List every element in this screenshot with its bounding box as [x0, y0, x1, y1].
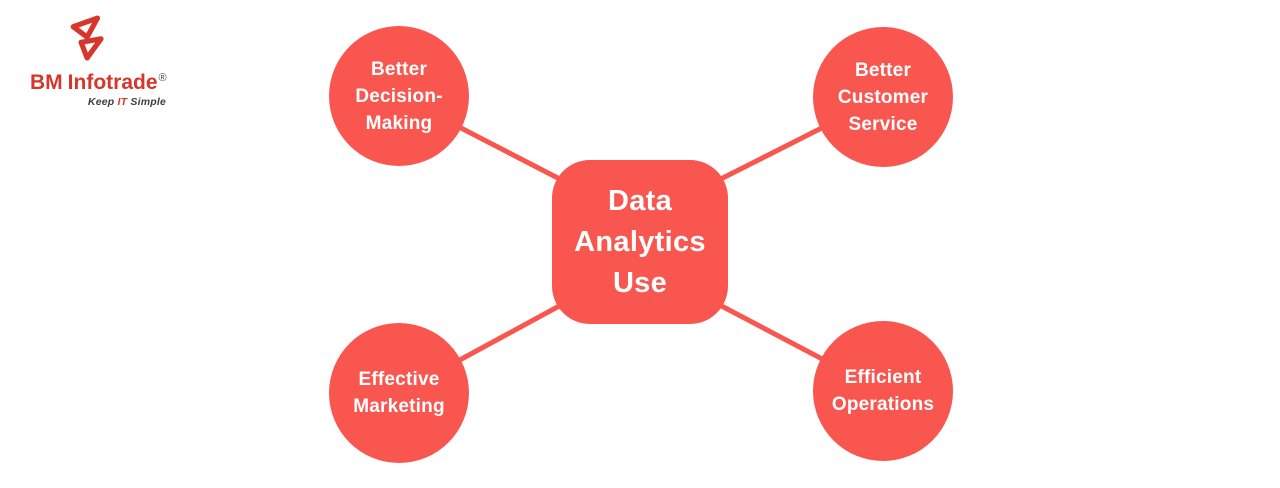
registered-trademark-symbol: ®	[158, 72, 167, 84]
node-label-line: Better	[370, 58, 428, 80]
node-label-line: Effective	[358, 369, 440, 390]
node-label-line: Operations	[831, 394, 935, 415]
node-label-line: Efficient	[844, 367, 922, 388]
tagline-keep: Keep	[87, 96, 118, 108]
center-node-line: Analytics	[574, 225, 706, 258]
node-label-line: Better	[854, 59, 912, 81]
node-efficient-operations: Efficient Operations	[813, 321, 953, 461]
node-label-line: Decision-	[355, 85, 443, 107]
center-node-data-analytics-use: Data Analytics Use	[552, 160, 728, 324]
node-label-line: Customer	[837, 86, 929, 108]
node-better-customer-service: Better Customer Service	[813, 27, 953, 167]
tagline-it: IT	[117, 96, 128, 108]
node-label-line: Making	[365, 112, 433, 134]
tagline-simple: Simple	[127, 96, 166, 108]
center-node-line: Use	[612, 266, 668, 299]
brand-name-bm: BM	[30, 71, 63, 94]
node-label-line: Service	[848, 113, 918, 135]
brand-tagline: Keep IT Simple	[30, 96, 180, 108]
node-label-line: Marketing	[353, 396, 445, 417]
center-node-line: Data	[607, 184, 673, 217]
node-effective-marketing: Effective Marketing	[329, 323, 469, 463]
brand-name-infotrade: Infotrade	[67, 71, 158, 94]
bm-infotrade-logo-icon	[70, 15, 104, 61]
node-better-decision-making: Better Decision- Making	[329, 26, 469, 166]
